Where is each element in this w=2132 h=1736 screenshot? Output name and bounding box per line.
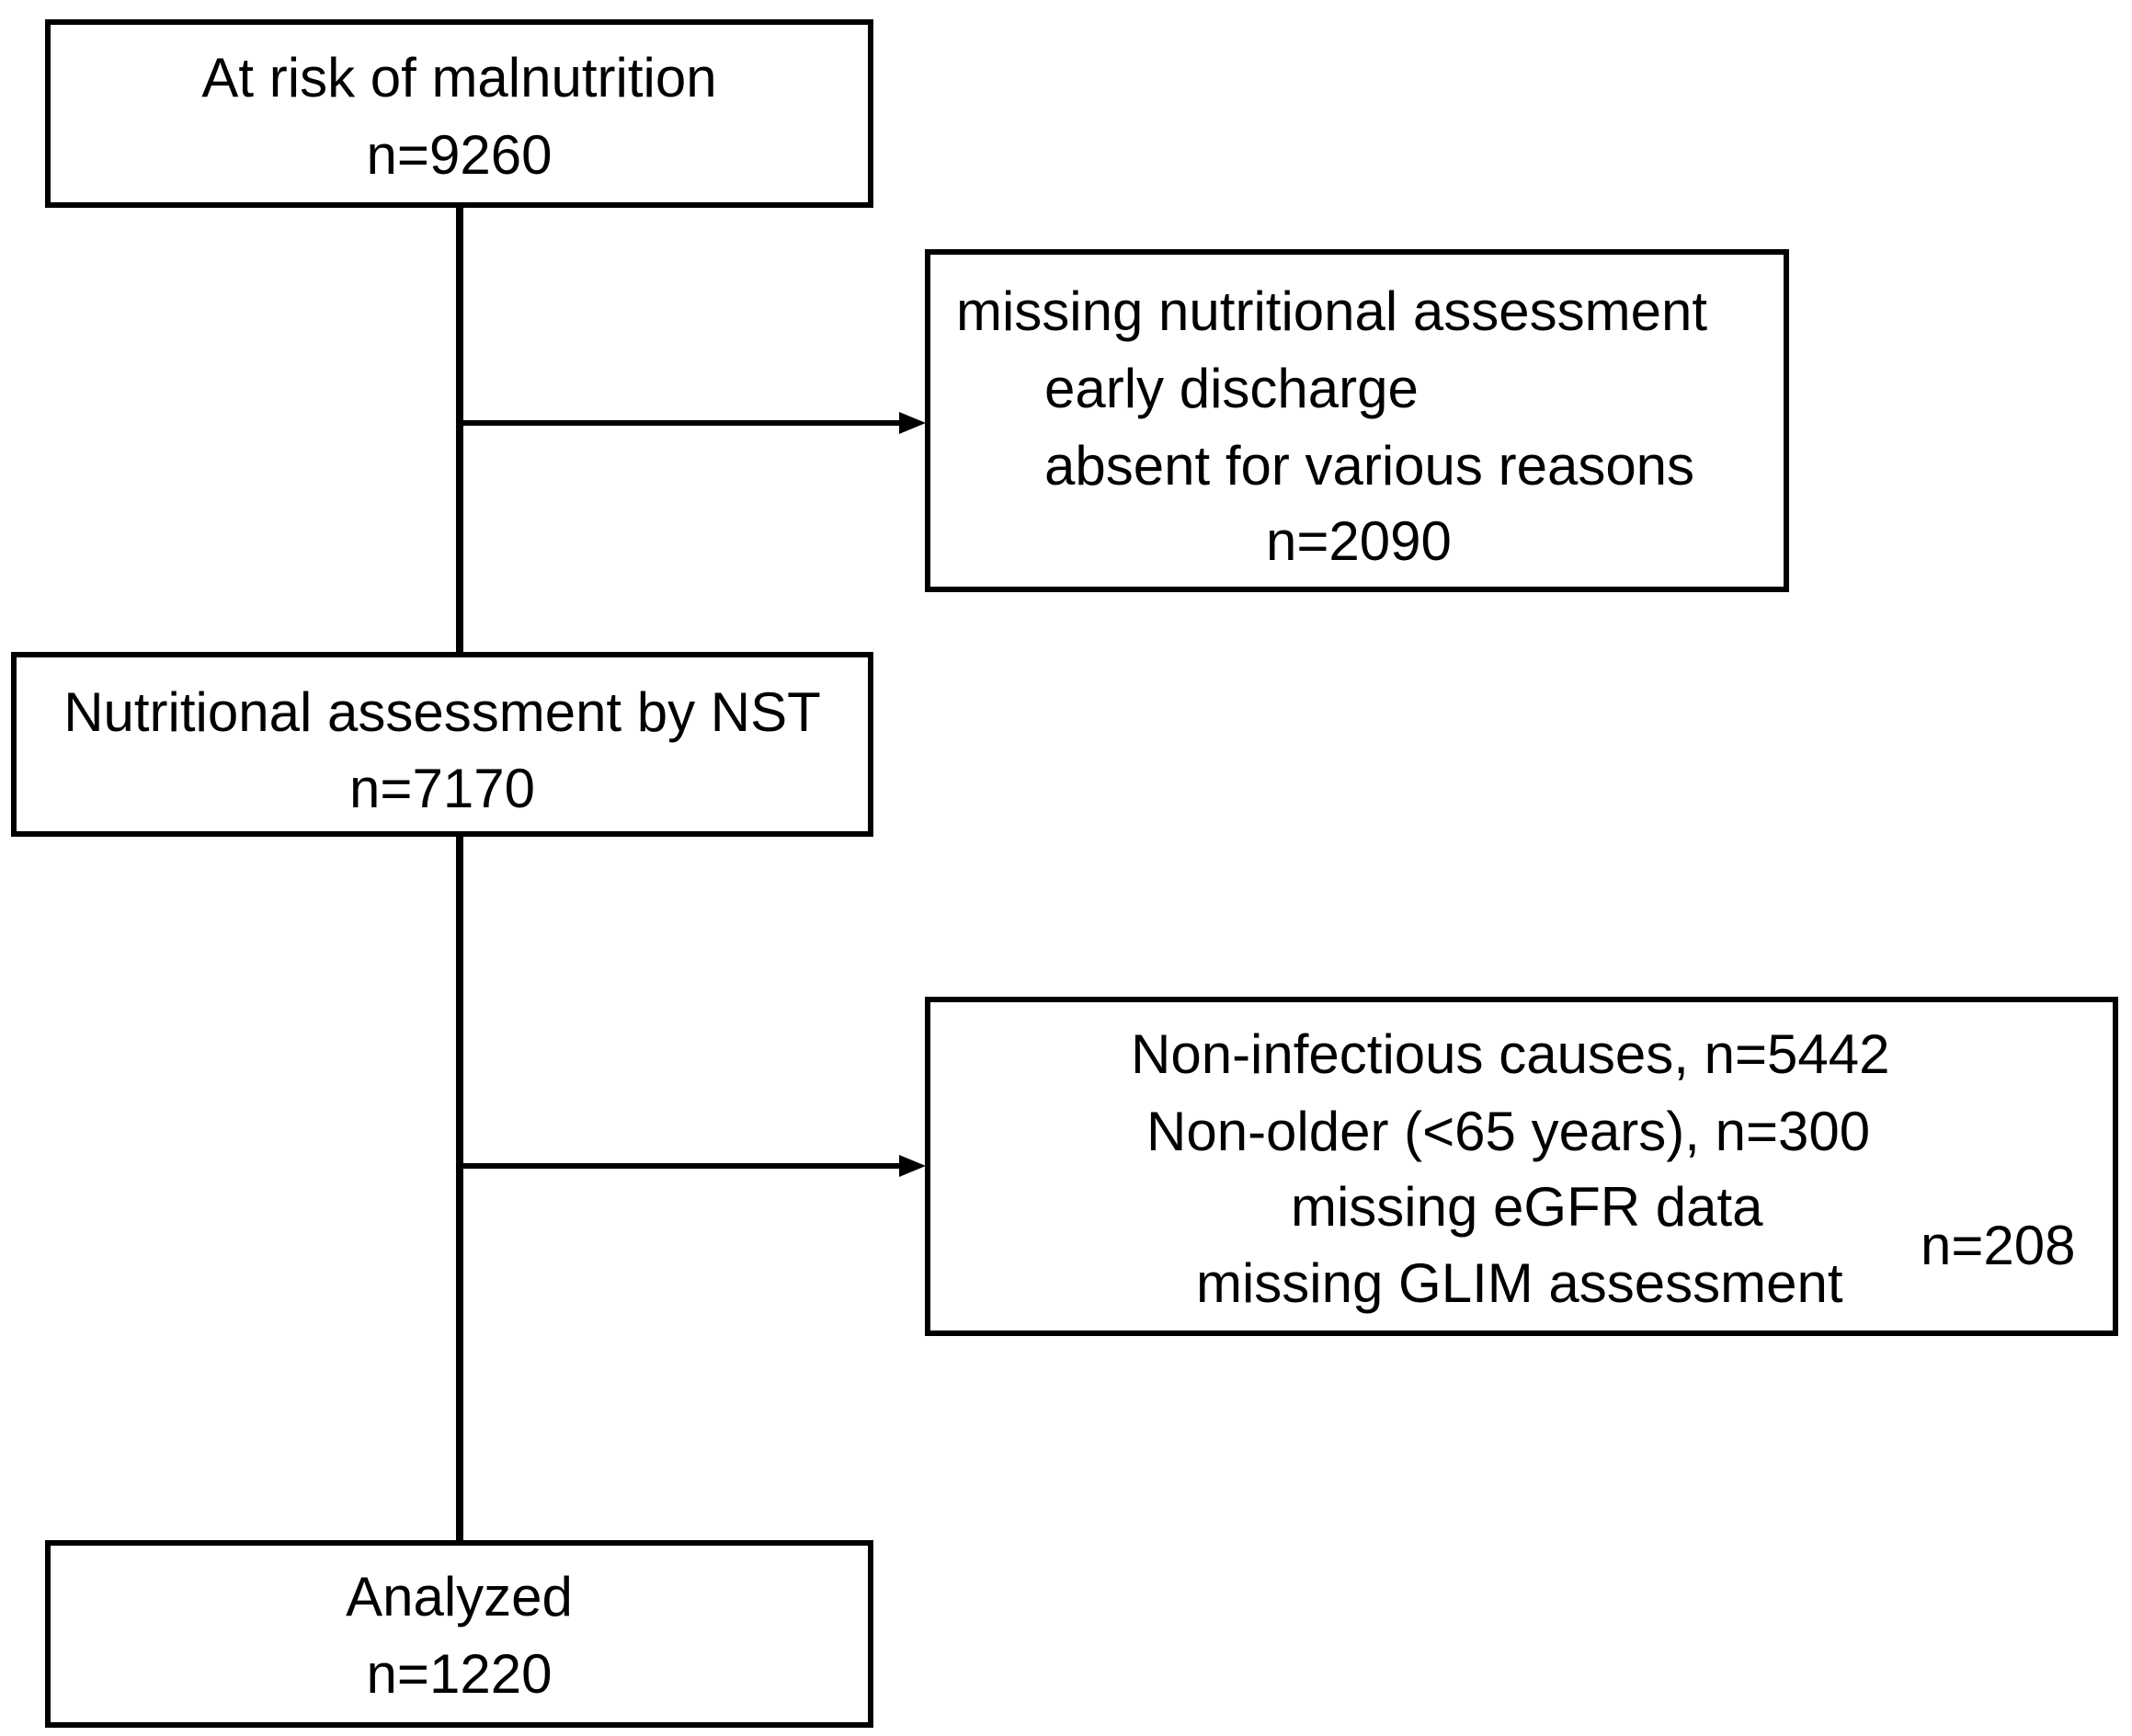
exclusion1-reason-early-discharge: early discharge (1044, 358, 1419, 419)
exclusion-box-2: Non-infectious causes, n=5442 Non-older … (925, 997, 2118, 1336)
exclusion-box-1: missing nutritional assessment early dis… (925, 249, 1789, 592)
at-risk-box: At risk of malnutrition n=9260 (45, 19, 873, 208)
exclusion2-missing-egfr: missing eGFR data (1291, 1176, 1763, 1238)
exclusion2-missing-glim: missing GLIM assessment (1196, 1252, 1843, 1314)
analyzed-count: n=1220 (366, 1643, 553, 1705)
nst-assessment-title: Nutritional assessment by NST (63, 681, 821, 743)
exclusion2-non-infectious: Non-infectious causes, n=5442 (1131, 1023, 1890, 1085)
exclusion2-non-older: Non-older (<65 years), n=300 (1146, 1101, 1871, 1162)
nst-assessment-count: n=7170 (349, 758, 535, 819)
arrowhead-1 (899, 412, 926, 434)
arrowhead-2 (899, 1155, 926, 1177)
nst-assessment-box: Nutritional assessment by NST n=7170 (11, 652, 873, 837)
at-risk-title: At risk of malnutrition (201, 47, 717, 108)
exclusion1-reason-absent: absent for various reasons (1044, 435, 1695, 497)
exclusion2-bracket-count: n=208 (1921, 1215, 2076, 1276)
exclusion1-count: n=2090 (1266, 510, 1452, 572)
at-risk-count: n=9260 (366, 124, 553, 186)
analyzed-title: Analyzed (346, 1566, 573, 1628)
analyzed-box: Analyzed n=1220 (45, 1540, 873, 1728)
exclusion1-title: missing nutritional assessment (956, 280, 1708, 342)
